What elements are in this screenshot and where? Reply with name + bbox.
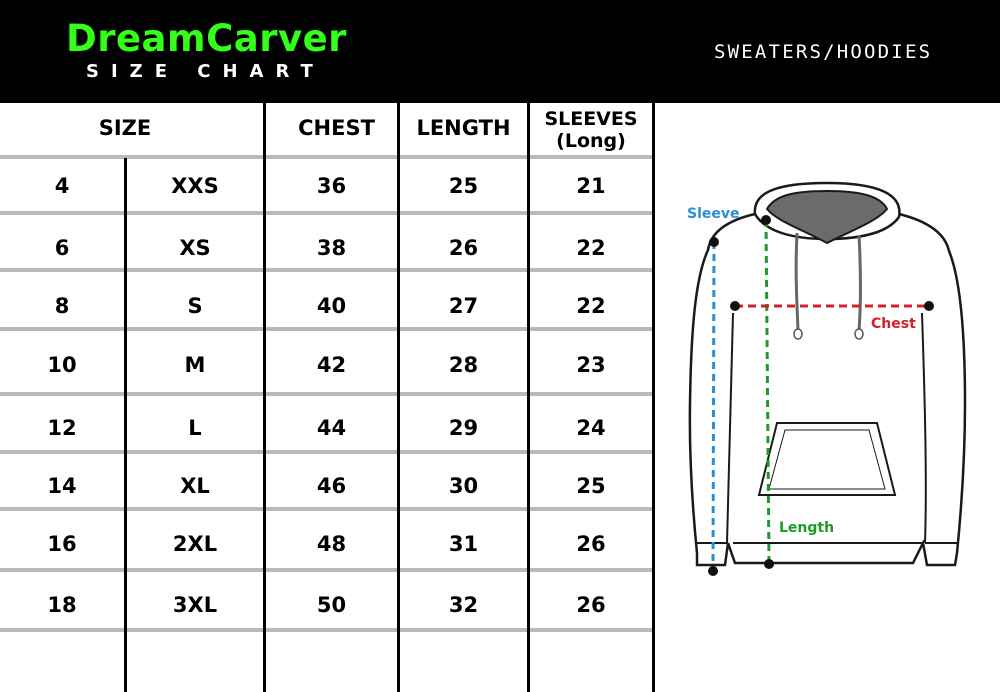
cell-length: 32 <box>448 593 479 617</box>
cell-letter: 2XL <box>172 532 218 556</box>
length-dot-top <box>761 215 771 225</box>
cell-num: 8 <box>54 294 70 318</box>
chest-dot-right <box>924 301 934 311</box>
cell-sleeves: 26 <box>576 593 606 617</box>
cell-num: 18 <box>47 593 77 617</box>
row-divider <box>0 392 655 396</box>
header-sleeves-long: (Long) <box>556 130 626 152</box>
cell-sleeves: 24 <box>576 416 606 440</box>
cell-num: 10 <box>47 353 77 377</box>
header-bar: DreamCarver SIZE CHART SWEATERS/HOODIES <box>0 0 1000 103</box>
row-divider <box>0 211 655 215</box>
cell-length: 28 <box>448 353 479 377</box>
cell-chest: 46 <box>316 474 347 498</box>
right-drawstring <box>857 234 862 332</box>
hoodie-outline <box>688 212 967 567</box>
hood-inner <box>765 189 889 245</box>
category-title: SWEATERS/HOODIES <box>714 41 933 63</box>
sleeve-dot-bottom <box>708 566 718 576</box>
left-drawstring <box>794 232 800 332</box>
length-dot-bottom <box>764 559 774 569</box>
row-divider <box>0 268 655 272</box>
column-divider <box>652 103 655 692</box>
left-aglet <box>793 328 803 340</box>
cell-chest: 36 <box>316 174 347 198</box>
chest-dot-left <box>730 301 740 311</box>
size-table: SIZE CHEST LENGTH SLEEVES (Long) 4 XXS 36 2… <box>0 103 655 692</box>
header-length: LENGTH <box>416 116 511 140</box>
header-size: SIZE <box>98 116 152 140</box>
cell-sleeves: 22 <box>576 294 606 318</box>
column-divider <box>124 158 127 692</box>
cell-sleeves: 21 <box>576 174 606 198</box>
chest-label: Chest <box>871 316 916 332</box>
cell-sleeves: 22 <box>576 236 606 260</box>
header-sleeves: SLEEVES <box>544 108 638 130</box>
cell-letter: S <box>187 294 203 318</box>
cell-length: 25 <box>448 174 479 198</box>
row-divider <box>0 155 655 159</box>
cell-sleeves: 26 <box>576 532 606 556</box>
cell-sleeves: 25 <box>576 474 606 498</box>
cell-length: 26 <box>448 236 479 260</box>
column-divider <box>527 103 530 692</box>
cell-chest: 50 <box>316 593 347 617</box>
cell-sleeves: 23 <box>576 353 606 377</box>
length-label: Length <box>779 520 834 536</box>
cell-num: 14 <box>47 474 77 498</box>
sleeve-dot-top <box>709 237 719 247</box>
kangaroo-pocket-inner <box>768 429 886 490</box>
cell-num: 6 <box>54 236 70 260</box>
column-divider <box>397 103 400 692</box>
cell-letter: M <box>184 353 206 377</box>
sleeve-measure-line <box>711 241 716 571</box>
cell-chest: 38 <box>316 236 347 260</box>
cell-num: 16 <box>47 532 77 556</box>
cell-letter: 3XL <box>172 593 218 617</box>
row-divider <box>0 507 655 511</box>
right-arm-seam <box>921 312 927 544</box>
cell-letter: XXS <box>171 174 219 198</box>
cell-num: 12 <box>47 416 77 440</box>
cell-length: 30 <box>448 474 479 498</box>
column-divider <box>263 103 266 692</box>
cell-chest: 44 <box>316 416 347 440</box>
hoodie-svg: Sleeve Chest Length <box>687 181 967 576</box>
row-divider <box>0 327 655 331</box>
length-measure-line <box>764 219 771 564</box>
cell-letter: XL <box>180 474 210 498</box>
cell-length: 29 <box>448 416 479 440</box>
cell-length: 27 <box>448 294 479 318</box>
cell-letter: XS <box>179 236 211 260</box>
row-divider <box>0 568 655 572</box>
cell-chest: 42 <box>316 353 347 377</box>
sleeve-label: Sleeve <box>687 206 740 222</box>
cell-chest: 48 <box>316 532 347 556</box>
row-divider <box>0 628 655 632</box>
cell-num: 4 <box>54 174 70 198</box>
cell-length: 31 <box>448 532 479 556</box>
row-divider <box>0 450 655 454</box>
header-chest: CHEST <box>298 116 375 140</box>
right-aglet <box>854 328 864 340</box>
brand-logo: DreamCarver <box>66 17 347 60</box>
cell-letter: L <box>188 416 202 440</box>
left-arm-seam <box>726 312 734 544</box>
cell-chest: 40 <box>316 294 347 318</box>
hoodie-measurement-diagram: Sleeve Chest Length <box>655 103 1000 692</box>
kangaroo-pocket <box>757 422 897 496</box>
size-chart-subtitle: SIZE CHART <box>86 61 325 82</box>
